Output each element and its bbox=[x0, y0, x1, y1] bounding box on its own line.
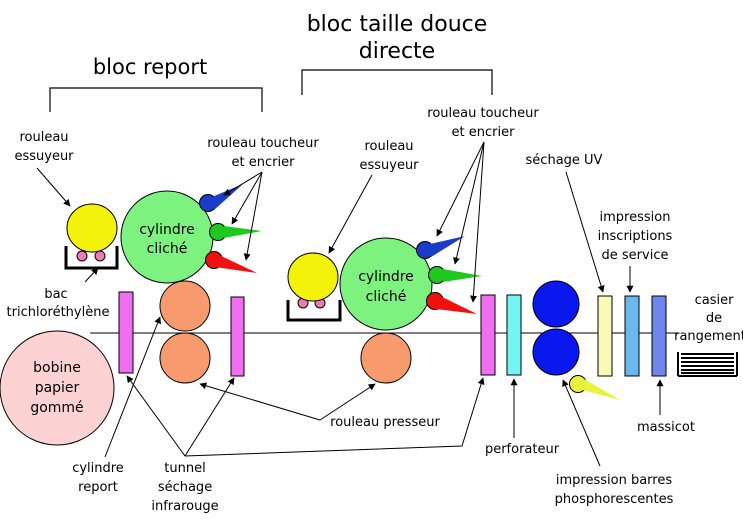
arrow-toucheur-1-red bbox=[243, 171, 263, 261]
label-casier-line3: rangement bbox=[674, 329, 743, 344]
arrow-toucheur-1-blue bbox=[223, 171, 263, 196]
cylindre-cliche-2 bbox=[339, 237, 433, 331]
encrier-green-1-jet bbox=[224, 226, 262, 238]
sechage-uv-bar bbox=[597, 295, 613, 377]
arrow-bac bbox=[84, 267, 99, 283]
casier-stack bbox=[677, 352, 738, 377]
cylindre-cliche-1-label-line1: cylindre bbox=[139, 222, 195, 238]
encrier-green-2 bbox=[428, 266, 446, 284]
arrow-sechage-uv bbox=[565, 171, 605, 293]
impression-inscriptions-bar bbox=[624, 295, 640, 377]
bac-ball-1 bbox=[76, 250, 88, 262]
cylindre-cliche-1-label-line2: cliché bbox=[147, 241, 188, 257]
label-perforateur: perforateur bbox=[485, 442, 560, 457]
label-tunnel-line1: tunnel bbox=[164, 461, 205, 476]
rouleau-essuyeur-1 bbox=[66, 203, 118, 253]
encrier-red-2-jet bbox=[436, 296, 477, 314]
encrier-yellow-jet bbox=[583, 379, 620, 400]
arrow-essuyeur-1 bbox=[36, 167, 71, 207]
leader-lines bbox=[36, 141, 664, 467]
arrow-tunnel-3 bbox=[184, 377, 485, 457]
massicot-bar bbox=[651, 295, 667, 377]
tunnel-bar-3 bbox=[480, 294, 496, 376]
title-bloc-taille-douce-line1: bloc taille douce bbox=[307, 12, 488, 37]
rouleau-presseur bbox=[360, 332, 412, 384]
arrow-toucheur-2-red bbox=[469, 141, 485, 303]
arrow-tunnel-1 bbox=[126, 375, 186, 457]
arrow-tunnel-2 bbox=[184, 377, 235, 457]
arrow-toucheur-1-green bbox=[231, 171, 263, 225]
label-cylindre-report-line1: cylindre bbox=[72, 461, 124, 476]
rouleau-essuyeur-2 bbox=[287, 252, 339, 302]
title-bloc-taille-douce-line2: directe bbox=[359, 39, 435, 64]
cylindre-cliche-2-label-line1: cylindre bbox=[358, 269, 414, 285]
label-casier-line1: casier bbox=[695, 293, 734, 308]
bobine-label-line2: papier bbox=[35, 380, 80, 396]
cylindre-cliche-2-label-line2: cliché bbox=[366, 289, 407, 305]
tunnel-bar-2 bbox=[230, 296, 245, 377]
arrow-toucheur-2-green bbox=[453, 141, 485, 265]
label-sechage-uv: séchage UV bbox=[526, 153, 603, 168]
label-rouleau-essuyeur-1-line2: essuyeur bbox=[14, 149, 74, 164]
label-rouleau-essuyeur-2-line2: essuyeur bbox=[359, 158, 419, 173]
cylindre-report-top bbox=[159, 280, 211, 332]
label-rouleau-essuyeur-1-line1: rouleau bbox=[19, 130, 68, 145]
label-casier-line2: de bbox=[706, 311, 722, 326]
label-impression-inscriptions-line1: impression bbox=[600, 210, 671, 225]
encrier-red-1-jet bbox=[215, 255, 257, 273]
label-rouleau-toucheur-1-line1: rouleau toucheur bbox=[207, 136, 319, 151]
impression-barres-roller-bottom bbox=[532, 328, 580, 376]
arrow-presseur-2 bbox=[319, 383, 376, 421]
encrier-green-1 bbox=[209, 223, 227, 241]
label-impression-barres-line1: impression barres bbox=[556, 473, 672, 488]
title-bloc-report: bloc report bbox=[93, 55, 207, 79]
bracket-bloc-report bbox=[49, 87, 263, 112]
encrier-green-2-jet bbox=[443, 269, 482, 282]
bobine-roll bbox=[0, 330, 115, 446]
label-rouleau-toucheur-2-line2: et encrier bbox=[452, 125, 516, 140]
label-rouleau-toucheur-2-line1: rouleau toucheur bbox=[427, 106, 539, 121]
bac-trichlorethylene-2 bbox=[286, 300, 342, 322]
bac-ball-2 bbox=[94, 250, 106, 262]
label-impression-inscriptions-line3: de service bbox=[602, 248, 669, 263]
arrow-essuyeur-2 bbox=[328, 174, 373, 254]
label-bac-line2: trichloréthylène bbox=[7, 305, 110, 320]
encrier-blue-2-jet bbox=[430, 236, 465, 257]
label-rouleau-presseur: rouleau presseur bbox=[330, 415, 440, 430]
arrow-toucheur-2-blue bbox=[436, 141, 485, 237]
label-bac-line1: bac bbox=[44, 287, 67, 302]
label-tunnel-line2: séchage bbox=[158, 480, 212, 495]
impression-barres-roller-top bbox=[532, 280, 580, 328]
arrow-cylindre-report bbox=[104, 316, 161, 458]
bobine-label-line1: bobine bbox=[33, 360, 81, 376]
label-impression-barres-line2: phosphorescentes bbox=[555, 492, 674, 507]
label-rouleau-essuyeur-2-line1: rouleau bbox=[364, 139, 413, 154]
tunnel-bar-1 bbox=[118, 291, 134, 374]
label-massicot: massicot bbox=[637, 420, 695, 435]
cylindre-report-bottom bbox=[159, 332, 211, 384]
label-cylindre-report-line2: report bbox=[78, 480, 118, 495]
arrow-impression-barres bbox=[562, 379, 601, 467]
encrier-blue-1-jet bbox=[212, 184, 243, 210]
label-tunnel-line3: infrarouge bbox=[151, 499, 218, 514]
bracket-bloc-taille-douce bbox=[301, 69, 493, 95]
label-rouleau-toucheur-1-line2: et encrier bbox=[232, 155, 296, 170]
arrow-presseur-1 bbox=[199, 382, 321, 421]
label-impression-inscriptions-line2: inscriptions bbox=[598, 229, 673, 244]
bobine-label-line3: gommé bbox=[30, 400, 83, 416]
perforateur-bar bbox=[506, 294, 522, 376]
